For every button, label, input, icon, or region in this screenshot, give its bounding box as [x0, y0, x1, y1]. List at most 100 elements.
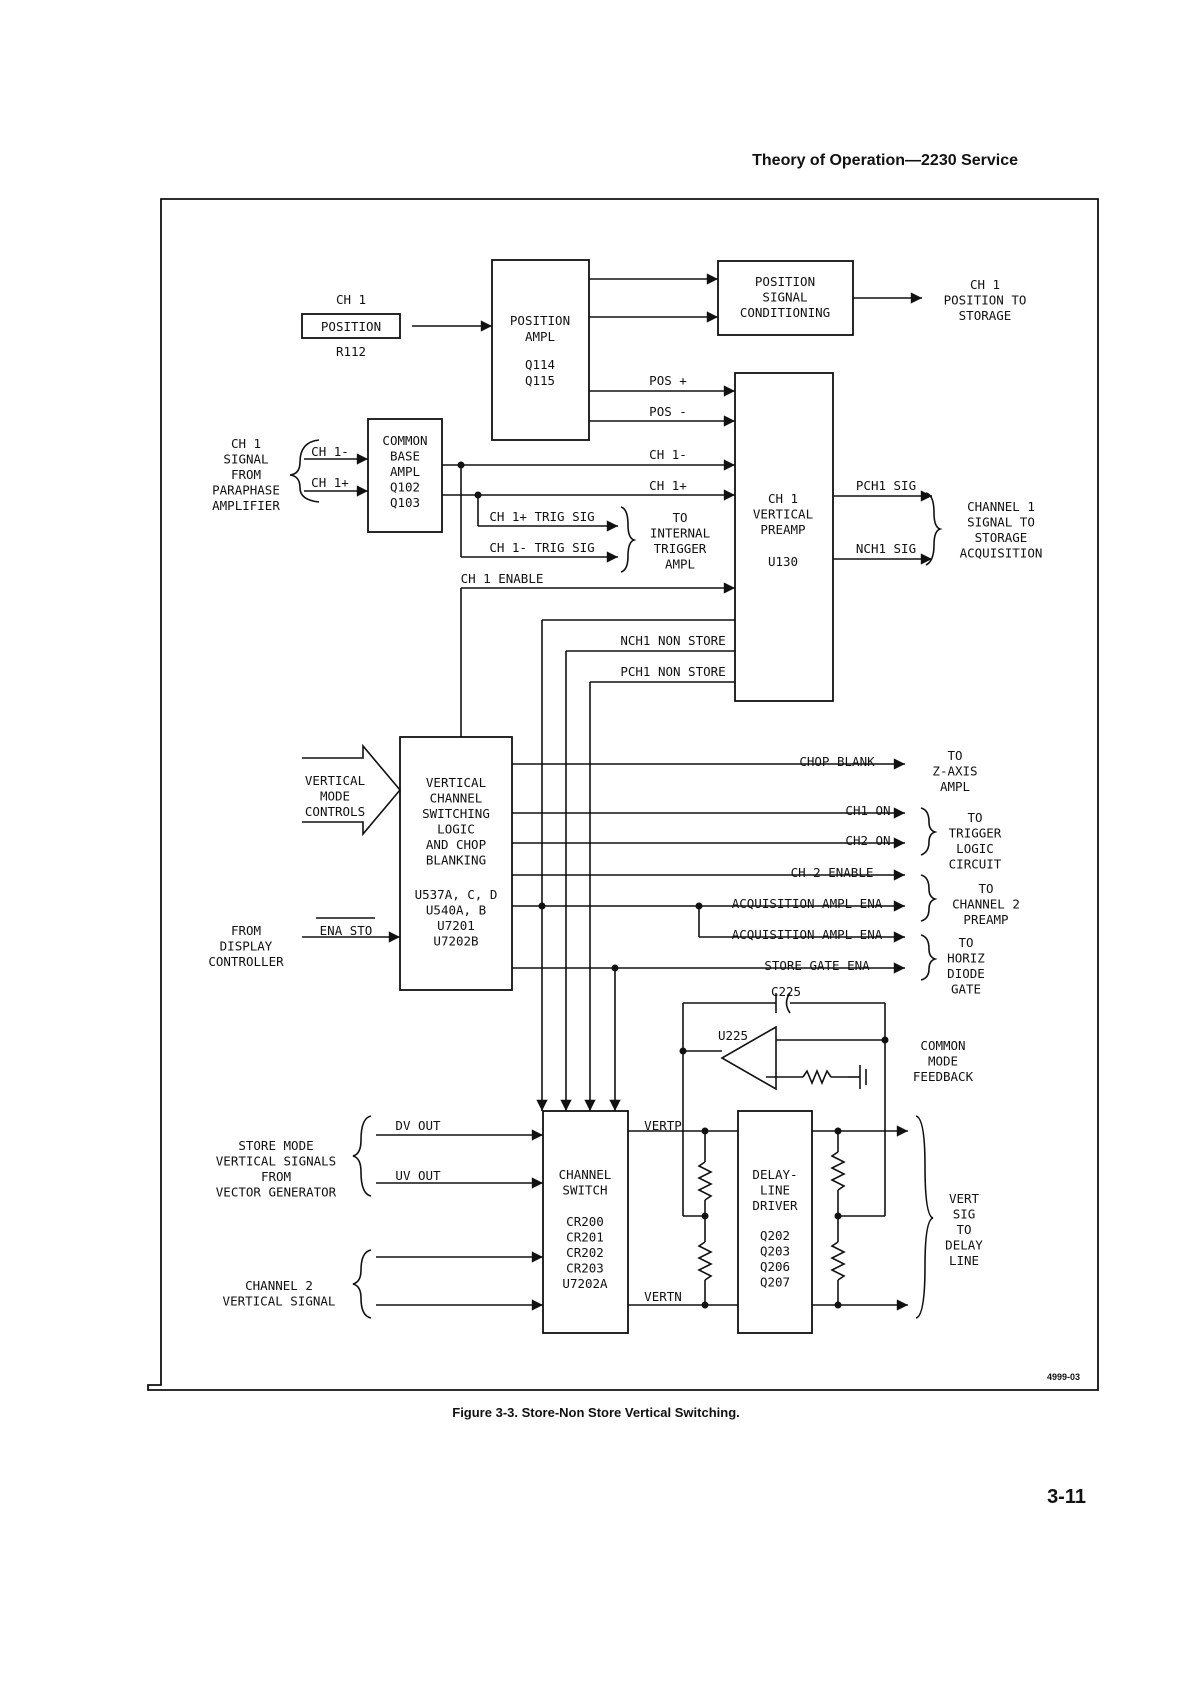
labels-ch1_on: CH1 ON [845, 803, 890, 818]
position-ampl-box [491, 259, 590, 441]
labels-store_mode_signals-line-1: STORE MODE [238, 1138, 313, 1153]
delay-line-driver-label-line-5: Q203 [760, 1244, 790, 1259]
channel-switch-label-line-7: U7202A [562, 1276, 608, 1291]
labels-chop_blank: CHOP BLANK [799, 754, 875, 769]
labels-channel2_vertical_signal-line-1: CHANNEL 2 [245, 1278, 313, 1293]
labels-ch1_minus_in: CH 1- [311, 444, 349, 459]
labels-to_channel2_preamp-line-3: PREAMP [963, 912, 1008, 927]
labels-nch1_non_store: NCH1 NON STORE [620, 633, 725, 648]
labels-vert_sig_delay-line-5: LINE [949, 1253, 979, 1268]
delay-line-driver-box [737, 1110, 813, 1334]
delay-line-driver-label-line-6: Q206 [760, 1259, 790, 1274]
labels-to_trigger_logic-line-1: TO [967, 810, 982, 825]
labels-ch1_minus: CH 1- [649, 447, 687, 462]
common-base-ampl-box [367, 418, 443, 533]
labels-store_mode_signals-line-2: VERTICAL SIGNALS [216, 1154, 336, 1169]
labels-channel1_signal_storage-line-4: ACQUISITION [960, 546, 1043, 561]
labels-to_horiz_diode_gate-line-1: TO [958, 935, 973, 950]
labels-ch1_plus_in: CH 1+ [311, 475, 349, 490]
page-number: 3-11 [1047, 1486, 1086, 1508]
labels-ch1_signal_from-line-1: CH 1 [231, 436, 261, 451]
figure-id: 4999-03 [1047, 1372, 1080, 1382]
labels-acq_ampl_ena_1: ACQUISITION AMPL ENA [732, 896, 883, 911]
vertical-channel-switching-label-line-10: U7202B [433, 934, 478, 949]
labels-to_channel2_preamp-line-2: CHANNEL 2 [952, 897, 1020, 912]
labels-from_display_controller-line-2: DISPLAY [220, 939, 273, 954]
labels-dv_out: DV OUT [395, 1118, 441, 1133]
ch1-vertical-preamp-label-line-2: VERTICAL [753, 507, 813, 522]
labels-vert_sig_delay-line-3: TO [956, 1222, 971, 1237]
labels-to_internal_trigger-line-1: TO [672, 510, 687, 525]
labels-to_horiz_diode_gate-line-2: HORIZ [947, 951, 985, 966]
labels-channel1_signal_storage-line-3: STORAGE [975, 530, 1028, 545]
channel-switch-label-line-1: CHANNEL [559, 1167, 612, 1182]
ch1-vertical-preamp-label-line-1: CH 1 [768, 491, 798, 506]
labels-to_z_axis-line-1: TO [947, 748, 962, 763]
labels-to_z_axis-line-3: AMPL [940, 779, 970, 794]
vertical-channel-switching-label-line-4: LOGIC [437, 822, 475, 837]
labels-common_mode_feedback-line-3: FEEDBACK [913, 1069, 974, 1084]
vertical-channel-switching-label-line-7: U537A, C, D [415, 887, 498, 902]
labels-ch1_pos_storage-line-3: STORAGE [959, 308, 1012, 323]
common-base-ampl-label-line-3: AMPL [390, 464, 420, 479]
channel-switch-label-line-3: CR200 [566, 1214, 604, 1229]
labels-channel1_signal_storage-line-2: SIGNAL TO [967, 515, 1035, 530]
page-header: Theory of Operation—2230 Service [752, 152, 1018, 169]
labels-to_trigger_logic-line-3: LOGIC [956, 841, 994, 856]
labels-to_trigger_logic-line-4: CIRCUIT [949, 857, 1002, 872]
delay-line-driver-label-line-4: Q202 [760, 1228, 790, 1243]
common-base-ampl-label-line-2: BASE [390, 449, 420, 464]
labels-ch1_pos_title: CH 1 [336, 292, 366, 307]
common-base-ampl-label-line-4: Q102 [390, 480, 420, 495]
position-ampl-label-line-1: POSITION [510, 313, 570, 328]
labels-to_internal_trigger-line-4: AMPL [665, 557, 695, 572]
labels-acq_ampl_ena_2: ACQUISITION AMPL ENA [732, 927, 883, 942]
labels-ch1_signal_from-line-2: SIGNAL [223, 452, 268, 467]
labels-ch1_pos_box: POSITION [321, 319, 381, 334]
vertical-channel-switching-label-line-1: VERTICAL [426, 775, 486, 790]
labels-to_channel2_preamp-line-1: TO [978, 881, 993, 896]
labels-pos_minus: POS - [649, 404, 687, 419]
position-signal-conditioning-box [717, 260, 854, 336]
labels-ch1_pos_storage-line-1: CH 1 [970, 277, 1000, 292]
labels-vertn: VERTN [644, 1289, 682, 1304]
vertical-channel-switching-label-line-3: SWITCHING [422, 806, 490, 821]
figure-frame [147, 198, 1099, 1391]
vertical-channel-switching-box [399, 736, 513, 991]
labels-pch1_sig: PCH1 SIG [856, 478, 916, 493]
labels-vert_sig_delay-line-4: DELAY [945, 1238, 983, 1253]
labels-store_gate_ena: STORE GATE ENA [764, 958, 870, 973]
delay-line-driver-label-line-3: DRIVER [752, 1198, 798, 1213]
labels-ch1_pos_storage-line-2: POSITION TO [944, 293, 1027, 308]
labels-ch1_signal_from-line-3: FROM [231, 467, 261, 482]
labels-pos_plus: POS + [649, 373, 687, 388]
vertical-channel-switching-label-line-5: AND CHOP [426, 837, 486, 852]
labels-ch1_plus_trig: CH 1+ TRIG SIG [489, 509, 594, 524]
labels-from_display_controller-line-1: FROM [231, 923, 261, 938]
labels-r112: R112 [336, 344, 366, 359]
labels-vert_sig_delay-line-2: SIG [953, 1207, 976, 1222]
vertical-channel-switching-label-line-9: U7201 [437, 918, 475, 933]
ch1-vertical-preamp-label-line-3: PREAMP [760, 522, 805, 537]
channel-switch-box [542, 1110, 629, 1334]
channel-switch-label-line-2: SWITCH [562, 1183, 607, 1198]
position-signal-conditioning-label-line-2: SIGNAL [762, 290, 807, 305]
labels-ena_sto: ENA STO [320, 923, 373, 938]
vertical-channel-switching-label-line-2: CHANNEL [430, 791, 483, 806]
labels-vertical_mode_controls-line-2: MODE [320, 789, 350, 804]
labels-vertical_mode_controls-line-3: CONTROLS [305, 804, 365, 819]
labels-u225: U225 [718, 1028, 748, 1043]
channel-switch-label-line-6: CR203 [566, 1261, 604, 1276]
delay-line-driver-label-line-2: LINE [760, 1183, 790, 1198]
labels-common_mode_feedback-line-1: COMMON [920, 1038, 965, 1053]
labels-nch1_sig: NCH1 SIG [856, 541, 916, 556]
labels-channel1_signal_storage-line-1: CHANNEL 1 [967, 499, 1035, 514]
delay-line-driver-label-line-1: DELAY- [752, 1167, 797, 1182]
junction-dots [457, 461, 889, 1309]
common-base-ampl-label-line-1: COMMON [382, 433, 427, 448]
channel-switch-label-line-4: CR201 [566, 1230, 604, 1245]
position-ampl-label-line-3: Q114 [525, 357, 555, 372]
vertical-channel-switching-label-line-8: U540A, B [426, 903, 486, 918]
labels-ch2_enable: CH 2 ENABLE [791, 865, 874, 880]
